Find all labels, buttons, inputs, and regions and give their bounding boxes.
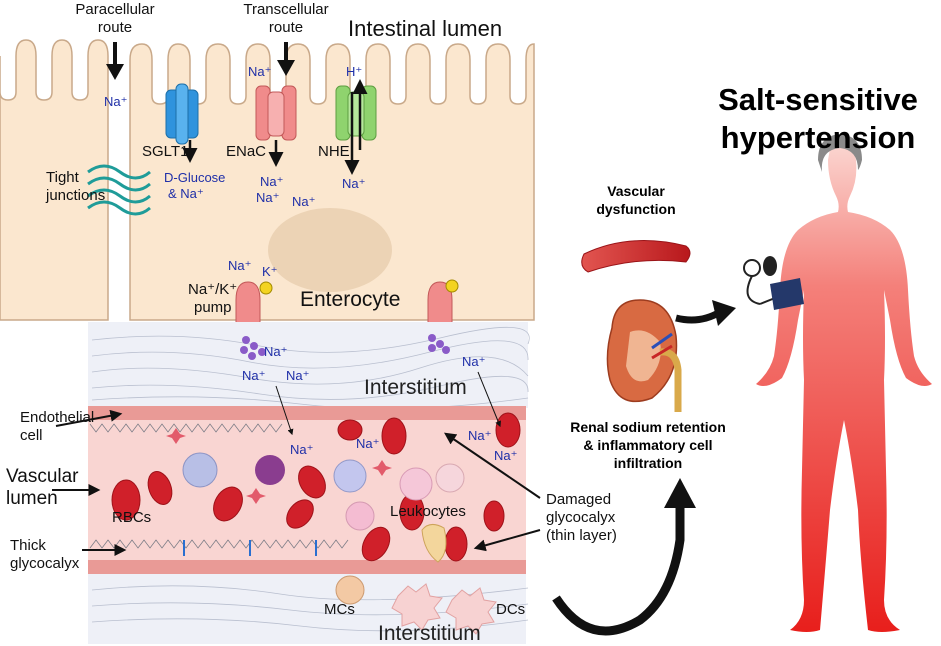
na-ion-label: Na⁺ — [260, 174, 283, 189]
rbc — [495, 412, 521, 448]
vascular-lumen-label-2: lumen — [6, 488, 58, 509]
na-ion-label: Na⁺ — [468, 428, 491, 443]
damaged-glycocalyx-pointer-1 — [444, 432, 541, 499]
na-ion-label: Na⁺ — [286, 368, 309, 383]
sglt1-transporter-icon — [165, 83, 199, 145]
rbc — [286, 499, 314, 529]
endothelium-bottom — [88, 560, 526, 574]
h-ion-label: H⁺ — [346, 64, 362, 79]
vascular-lumen-label-1: Vascular — [6, 466, 79, 487]
endothelial-label-2: cell — [20, 427, 43, 444]
nhe-exchanger-icon — [335, 85, 377, 141]
damaged-glycocalyx-label-2: glycocalyx — [546, 509, 616, 526]
interstitium-bottom-label: Interstitium — [378, 622, 481, 645]
title-line-2: hypertension — [721, 120, 916, 155]
na-ion-label: Na⁺ — [104, 94, 127, 109]
blood-pressure-cuff-icon — [743, 256, 781, 305]
rbc — [337, 419, 363, 441]
vascular-dysfunction-label-1: Vascular — [607, 183, 665, 199]
rbc — [147, 471, 173, 505]
tight-junction-icon — [87, 164, 151, 216]
na-ion-label: Na⁺ — [256, 190, 279, 205]
pump-label-2: pump — [194, 299, 232, 316]
glycocalyx-fibers — [89, 423, 349, 549]
rbc — [361, 526, 391, 562]
mcs-label: MCs — [324, 601, 355, 618]
rbcs-label: RBCs — [112, 509, 151, 526]
kidney-icon — [606, 299, 682, 412]
endothelium-top — [88, 406, 526, 420]
human-body-icon — [756, 134, 932, 632]
mast-cell-icon — [335, 575, 365, 605]
thick-glycocalyx-label-1: Thick — [10, 537, 46, 554]
na-k-pump-icon — [235, 281, 273, 327]
rbc — [483, 500, 505, 532]
nucleus — [268, 208, 392, 292]
blood-vessel-icon — [581, 240, 691, 273]
na-ion-label: Na⁺ — [290, 442, 313, 457]
tight-junctions-label-1: Tight — [46, 169, 80, 186]
na-k-pump-icon-2 — [427, 279, 459, 327]
dendritic-cell-icon — [391, 583, 497, 635]
na-ion-label: Na⁺ — [462, 354, 485, 369]
enac-channel-icon — [255, 85, 297, 141]
sglt1-label: SGLT1 — [142, 143, 188, 160]
epithelium — [0, 39, 535, 321]
rbc — [444, 526, 468, 562]
interstitium-top-label: Interstitium — [364, 376, 467, 399]
paracellular-label-1: Paracellular — [75, 1, 154, 18]
endothelial-label-1: Endothelial — [20, 409, 94, 426]
title-line-1: Salt-sensitive — [718, 82, 918, 117]
dcs-label: DCs — [496, 601, 525, 618]
dglucose-label-2: & Na⁺ — [168, 186, 204, 201]
na-ion-label: Na⁺ — [228, 258, 251, 273]
renal-label-3: infiltration — [614, 455, 682, 471]
na-ion-label: Na⁺ — [248, 64, 271, 79]
na-ion-label: Na⁺ — [494, 448, 517, 463]
rbc-group — [111, 412, 521, 562]
na-ion-label: Na⁺ — [264, 344, 287, 359]
transcellular-label-1: Transcellular — [243, 1, 328, 18]
nhe-label: NHE — [318, 143, 350, 160]
na-ion-label: Na⁺ — [356, 436, 379, 451]
intestinal-lumen-label: Intestinal lumen — [348, 16, 502, 41]
pump-label-1: Na⁺/K⁺ — [188, 281, 237, 298]
enterocyte-label: Enterocyte — [300, 288, 400, 311]
paracellular-label-2: route — [98, 19, 132, 36]
rbc — [381, 417, 407, 455]
tight-junctions-label-2: junctions — [45, 187, 105, 204]
rbc — [298, 465, 326, 499]
kidney-to-body-arrow — [675, 308, 722, 324]
vascular-dysfunction-label-2: dysfunction — [596, 201, 675, 217]
na-ion-label: Na⁺ — [342, 176, 365, 191]
sodium-particles — [240, 334, 450, 360]
renal-label-1: Renal sodium retention — [570, 419, 726, 435]
left-epithelial-cell — [0, 39, 109, 321]
rbc — [111, 479, 141, 521]
curved-arrow-icon — [552, 500, 685, 636]
thick-glycocalyx-label-2: glycocalyx — [10, 555, 80, 572]
leukocytes-label: Leukocytes — [390, 503, 466, 520]
transcellular-label-2: route — [269, 19, 303, 36]
k-ion-label: K⁺ — [262, 264, 278, 279]
na-ion-label: Na⁺ — [292, 194, 315, 209]
enac-label: ENaC — [226, 143, 266, 160]
rbc — [213, 486, 243, 522]
leukocyte-group — [182, 452, 465, 563]
na-ion-label: Na⁺ — [242, 368, 265, 383]
damaged-glycocalyx-label-1: Damaged — [546, 491, 611, 508]
endothelial-pointer — [55, 409, 123, 427]
renal-label-2: & inflammatory cell — [583, 437, 712, 453]
dglucose-label-1: D-Glucose — [164, 170, 225, 185]
damaged-glycocalyx-pointer-2 — [473, 529, 541, 552]
damaged-glycocalyx-label-3: (thin layer) — [546, 527, 617, 544]
